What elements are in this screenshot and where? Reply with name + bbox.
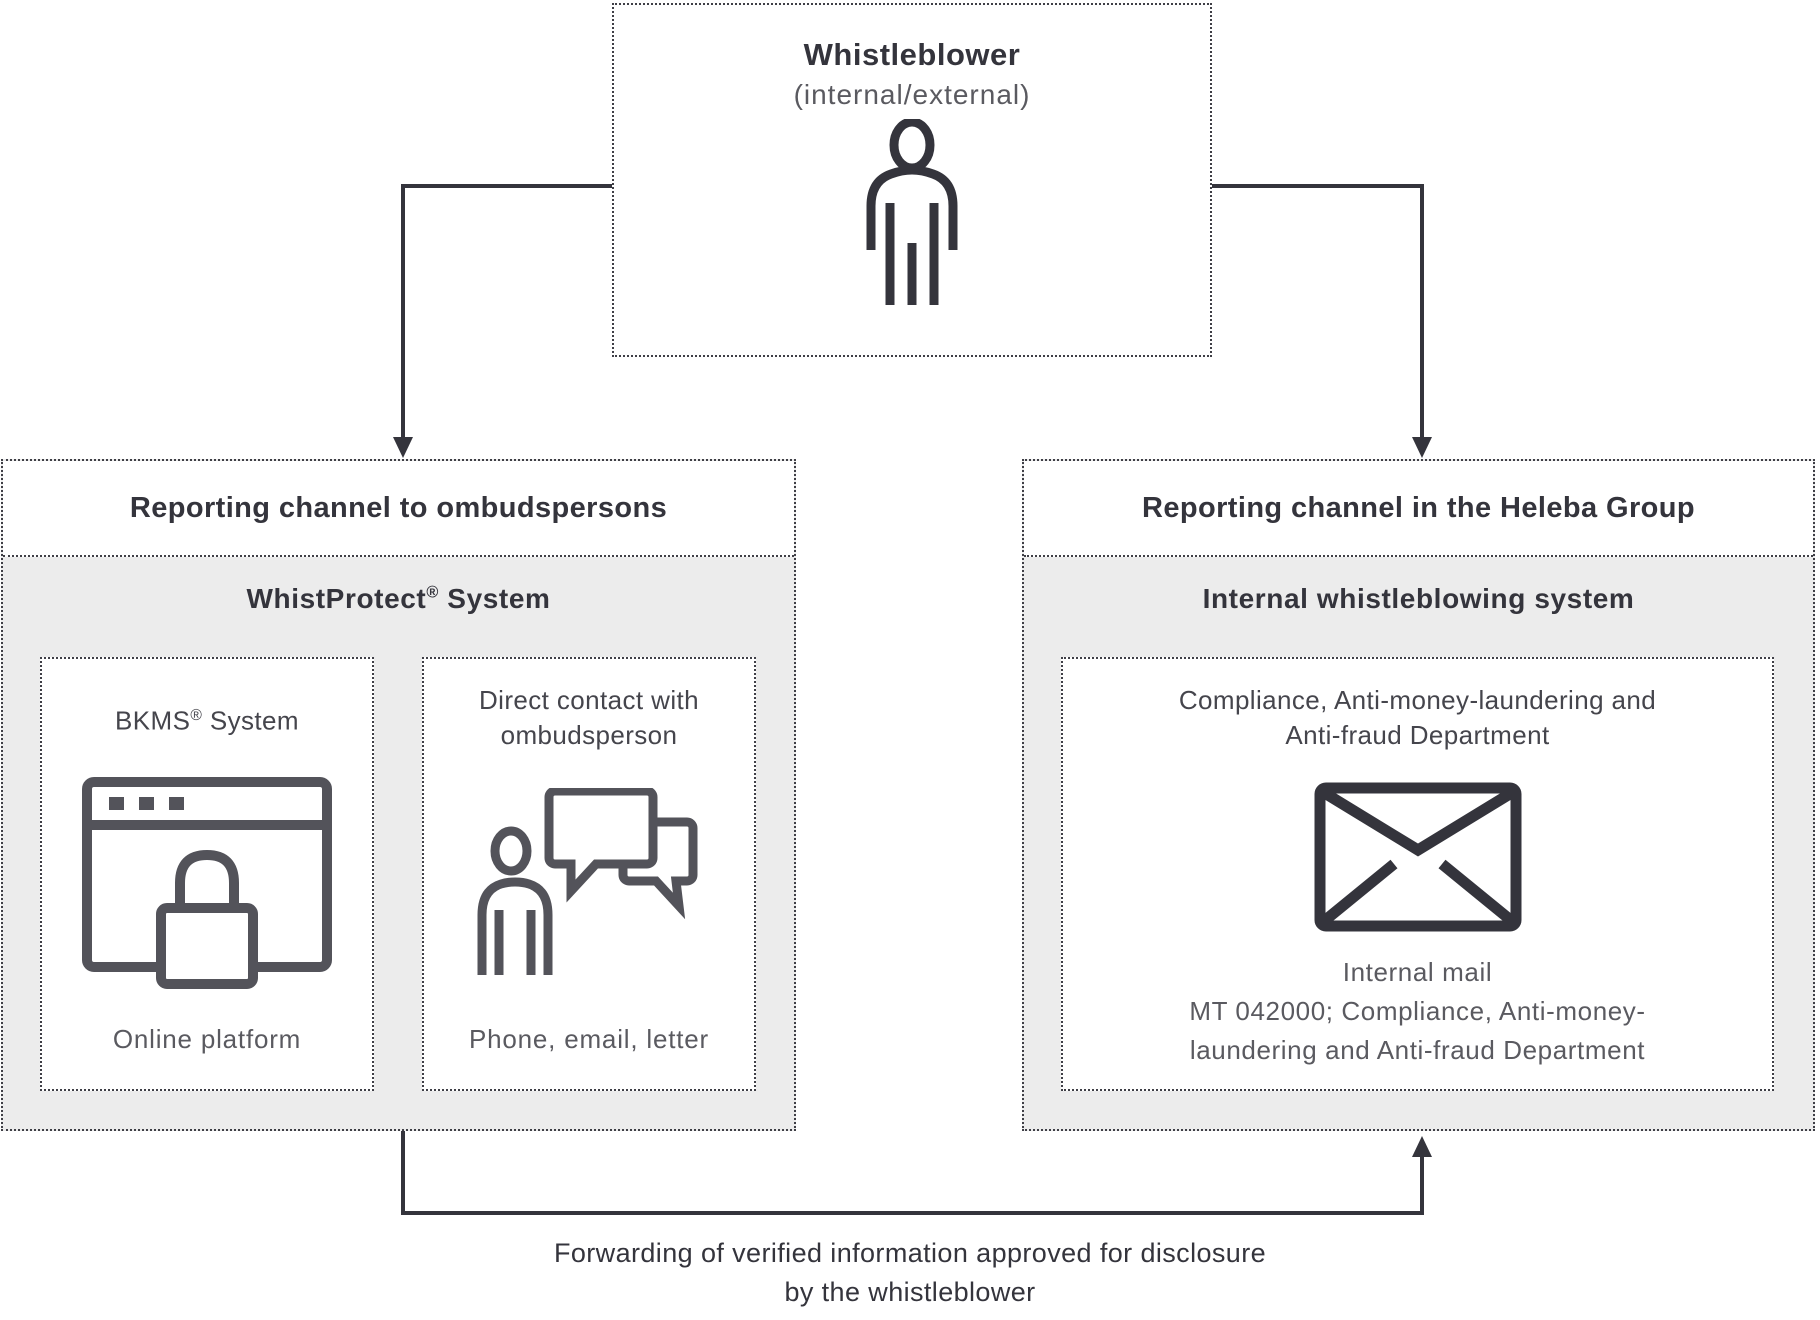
forwarding-connector	[401, 1131, 1424, 1215]
direct-contact-box: Direct contact with ombudsperson	[422, 657, 756, 1091]
whistleblower-box: Whistleblower (internal/external)	[612, 3, 1212, 357]
ombudsperson-channel-panel: Reporting channel to ombudspersons Whist…	[1, 459, 796, 1131]
secure-browser-icon	[82, 777, 332, 989]
ombudsperson-channel-header: Reporting channel to ombudspersons	[3, 461, 794, 557]
dept-caption-line3: laundering and Anti-fraud Department	[1189, 1035, 1646, 1065]
whistleblower-title: Whistleblower	[803, 37, 1021, 72]
forwarding-note-line2: by the whistleblower	[784, 1277, 1036, 1307]
arrowhead-left-down	[393, 437, 413, 458]
forwarding-note-line1: Forwarding of verified information appro…	[553, 1238, 1267, 1268]
compliance-title-line1: Compliance, Anti-money-laundering and	[1178, 685, 1657, 715]
registered-mark: ®	[426, 583, 439, 602]
envelope-icon	[1314, 782, 1521, 932]
whistprotect-system-title: WhistProtect® System	[3, 583, 794, 615]
ombudsperson-channel-header-label: Reporting channel to ombudspersons	[129, 491, 668, 524]
registered-mark: ®	[190, 706, 203, 724]
bkms-system-title: BKMS® System	[115, 659, 299, 777]
heleba-channel-header: Reporting channel in the Heleba Group	[1024, 461, 1813, 557]
person-icon	[866, 119, 957, 305]
bkms-name: BKMS	[115, 705, 191, 736]
compliance-department-title: Compliance, Anti-money-laundering and An…	[1179, 659, 1656, 777]
arrowhead-up	[1412, 1136, 1432, 1157]
arrow-to-heleba-channel	[1212, 184, 1424, 444]
internal-system-title: Internal whistleblowing system	[1202, 583, 1635, 614]
arrowhead-right-down	[1412, 437, 1432, 458]
direct-contact-title-line2: ombudsperson	[500, 720, 678, 750]
direct-contact-title: Direct contact with ombudsperson	[479, 659, 699, 777]
dept-caption-line1: Internal mail	[1342, 957, 1493, 987]
heleba-channel-panel: Reporting channel in the Heleba Group In…	[1022, 459, 1815, 1131]
heleba-channel-header-label: Reporting channel in the Heleba Group	[1142, 491, 1695, 524]
whistprotect-suffix: System	[438, 583, 551, 614]
dept-caption-line2: MT 042000; Compliance, Anti-money-	[1189, 996, 1646, 1026]
conversation-icon	[477, 788, 698, 975]
bkms-suffix: System	[202, 705, 299, 736]
compliance-title-line2: Anti-fraud Department	[1285, 720, 1550, 750]
direct-contact-icon-wrap	[473, 777, 705, 989]
compliance-department-caption: Internal mail MT 042000; Compliance, Ant…	[1189, 937, 1645, 1089]
whistleblower-subtitle: (internal/external)	[793, 79, 1031, 110]
envelope-icon-wrap	[1314, 777, 1522, 937]
bkms-caption: Online platform	[112, 1023, 302, 1054]
direct-contact-title-line1: Direct contact with	[478, 685, 699, 715]
bkms-system-box: BKMS® System On	[40, 657, 374, 1091]
bkms-icon-wrap	[82, 777, 332, 989]
forwarding-note: Forwarding of verified information appro…	[0, 1234, 1820, 1312]
whistprotect-name: WhistProtect	[246, 583, 427, 614]
compliance-department-box: Compliance, Anti-money-laundering and An…	[1061, 657, 1774, 1091]
direct-contact-caption: Phone, email, letter	[468, 1023, 709, 1054]
arrow-to-ombudsperson-channel	[401, 184, 612, 444]
